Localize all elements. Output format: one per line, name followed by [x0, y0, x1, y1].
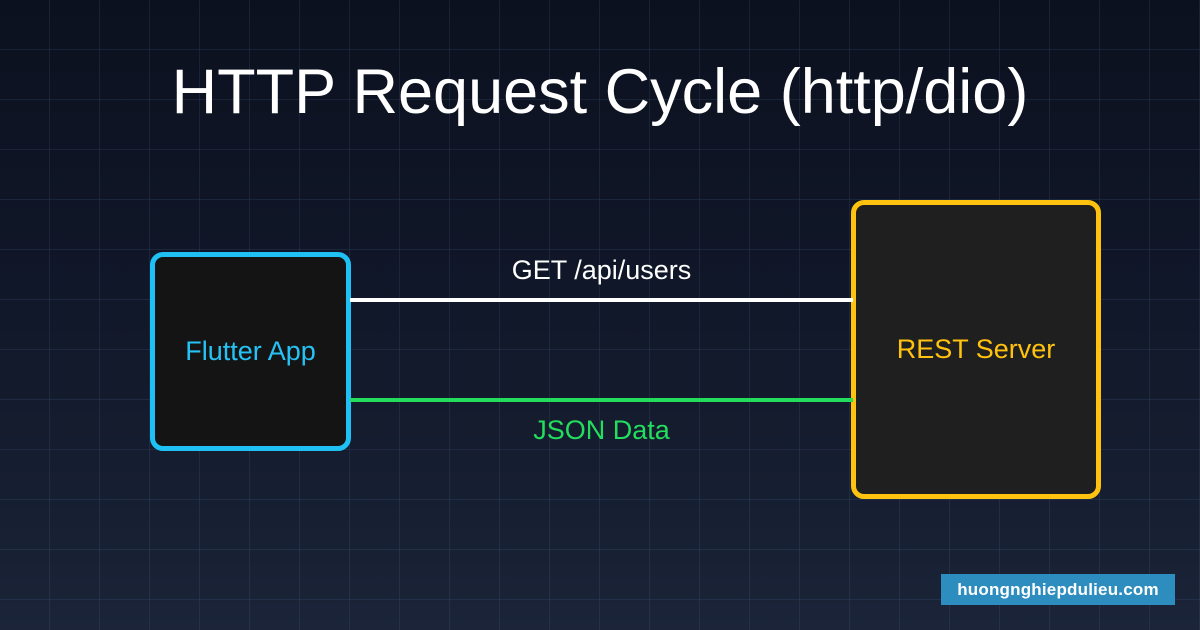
edge-request-connector: [350, 298, 853, 302]
page-title: HTTP Request Cycle (http/dio): [171, 57, 1029, 127]
node-rest-server[interactable]: REST Server: [851, 200, 1101, 499]
node-rest-server-label: REST Server: [896, 334, 1056, 364]
watermark-badge: huongnghiepdulieu.com: [941, 574, 1175, 605]
edge-response-connector: [350, 398, 853, 402]
edge-request-label: GET /api/users: [511, 255, 692, 285]
watermark-text: huongnghiepdulieu.com: [957, 579, 1159, 599]
node-flutter-app[interactable]: Flutter App: [150, 252, 351, 451]
node-flutter-app-label: Flutter App: [185, 336, 316, 366]
edge-response-label: JSON Data: [533, 415, 670, 445]
